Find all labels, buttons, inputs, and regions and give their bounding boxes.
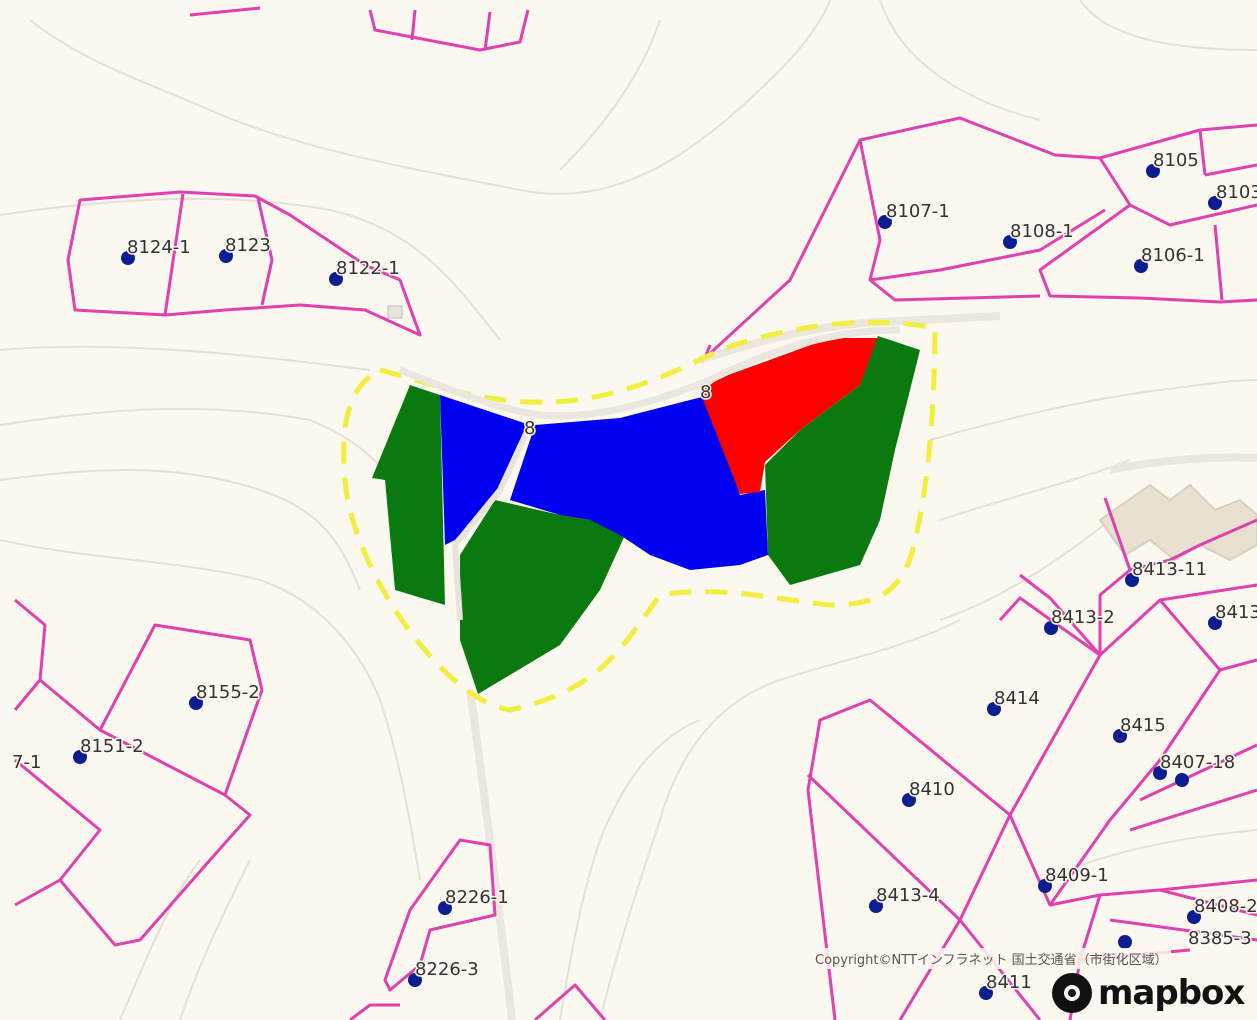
parcel-label: 8108-1 — [1010, 221, 1074, 242]
parcel-label: 8226-1 — [445, 887, 509, 908]
parcel-label: 8124-1 — [127, 237, 191, 258]
mapbox-logo[interactable]: mapbox — [1052, 970, 1245, 1016]
plot-red[interactable] — [700, 338, 880, 494]
parcel-marker[interactable]: 8103 — [1208, 181, 1257, 210]
parcel-marker-partial[interactable]: 7-1 — [11, 751, 43, 775]
parcel-label: 8414 — [994, 688, 1040, 709]
parcel-label: 8413 — [1215, 602, 1257, 623]
inner-road — [451, 423, 533, 621]
parcel-marker[interactable]: 8155-2 — [189, 681, 261, 710]
parcel-marker[interactable]: 8105 — [1146, 149, 1200, 178]
parcel-marker[interactable]: 8385-3 — [1118, 927, 1253, 951]
parcel-marker[interactable]: 8226-3 — [408, 958, 480, 987]
parcel-marker[interactable]: 8415 — [1113, 714, 1167, 743]
parcel-marker[interactable]: 8123 — [219, 234, 272, 263]
parcel-label: 8106-1 — [1141, 245, 1205, 266]
mapbox-logo-text: mapbox — [1098, 973, 1245, 1013]
survey-plots[interactable] — [372, 326, 920, 694]
parcel-marker[interactable]: 8414 — [987, 687, 1041, 716]
parcel-label: 8107-1 — [886, 201, 950, 222]
parcel-label: 8122-1 — [336, 258, 400, 279]
mapbox-logo-icon — [1052, 973, 1092, 1013]
parcel-marker[interactable]: 8413-2 — [1044, 606, 1116, 635]
parcel-label: 8409-1 — [1045, 865, 1109, 886]
parcel-label: 8155-2 — [196, 682, 260, 703]
parcel-marker[interactable]: 8106-1 — [1134, 244, 1206, 273]
parcel-label: 8408-2 — [1194, 896, 1257, 917]
parcel-marker[interactable]: 8122-1 — [329, 257, 401, 286]
parcel-label: 8105 — [1153, 150, 1199, 171]
plot-green-west[interactable] — [372, 385, 445, 605]
parcel-label: 8407-18 — [1160, 752, 1235, 773]
parcel-label: 7-1 — [12, 752, 41, 773]
building-footprint — [1098, 483, 1257, 562]
parcel-borders[interactable] — [13, 6, 1257, 1020]
parcel-marker[interactable]: 8107-1 — [878, 200, 951, 229]
map-attribution[interactable]: Copyright©NTTインフラネット 国土交通省（市街化区域） — [812, 948, 1171, 969]
plot-green-south[interactable] — [460, 500, 625, 694]
parcel-marker[interactable]: 8124-1 — [121, 236, 192, 265]
center-label-right: 8 — [700, 382, 711, 403]
parcel-label: 8151-2 — [80, 736, 144, 757]
parcel-marker[interactable]: 8413-11 — [1125, 558, 1209, 587]
parcel-marker[interactable]: 8151-2 — [73, 735, 145, 764]
parcel-marker[interactable]: 8411 — [979, 971, 1033, 1000]
parcel-marker[interactable]: 8413 — [1208, 601, 1257, 630]
parcel-label: 8411 — [986, 972, 1032, 993]
plot-green-east[interactable] — [765, 336, 920, 585]
survey-area-boundary — [341, 319, 938, 713]
plot-blue-center[interactable] — [510, 395, 768, 570]
parcel-label: 8413-4 — [876, 885, 940, 906]
parcel-marker[interactable]: 8108-1 — [1003, 220, 1075, 249]
parcel-marker[interactable]: 8226-1 — [438, 886, 510, 915]
parcel-label: 8413-11 — [1132, 559, 1207, 580]
parcel-label: 8226-3 — [415, 959, 479, 980]
center-label-left: 8 — [524, 418, 535, 439]
parcel-marker[interactable]: 8410 — [902, 778, 956, 807]
plot-blue-west[interactable] — [440, 395, 530, 545]
parcel-marker[interactable]: 8413-4 — [869, 884, 941, 913]
parcel-label: 8415 — [1120, 715, 1166, 736]
parcel-markers[interactable]: 8124-1 8123 8122-1 8107-1 8108-1 8105 81… — [11, 149, 1257, 1000]
small-building — [387, 305, 403, 319]
parcel-label: 8410 — [909, 779, 955, 800]
parcel-marker[interactable]: 8408-2 — [1187, 895, 1257, 924]
parcel-label: 8413-2 — [1051, 607, 1115, 628]
parcel-marker[interactable]: 8407-18 — [1153, 751, 1237, 787]
parcel-label: 8103 — [1216, 182, 1257, 203]
parcel-label: 8385-3 — [1188, 928, 1252, 949]
parcel-marker[interactable]: 8409-1 — [1038, 864, 1110, 893]
parcel-label: 8123 — [225, 235, 271, 256]
inner-road-north — [398, 326, 901, 420]
